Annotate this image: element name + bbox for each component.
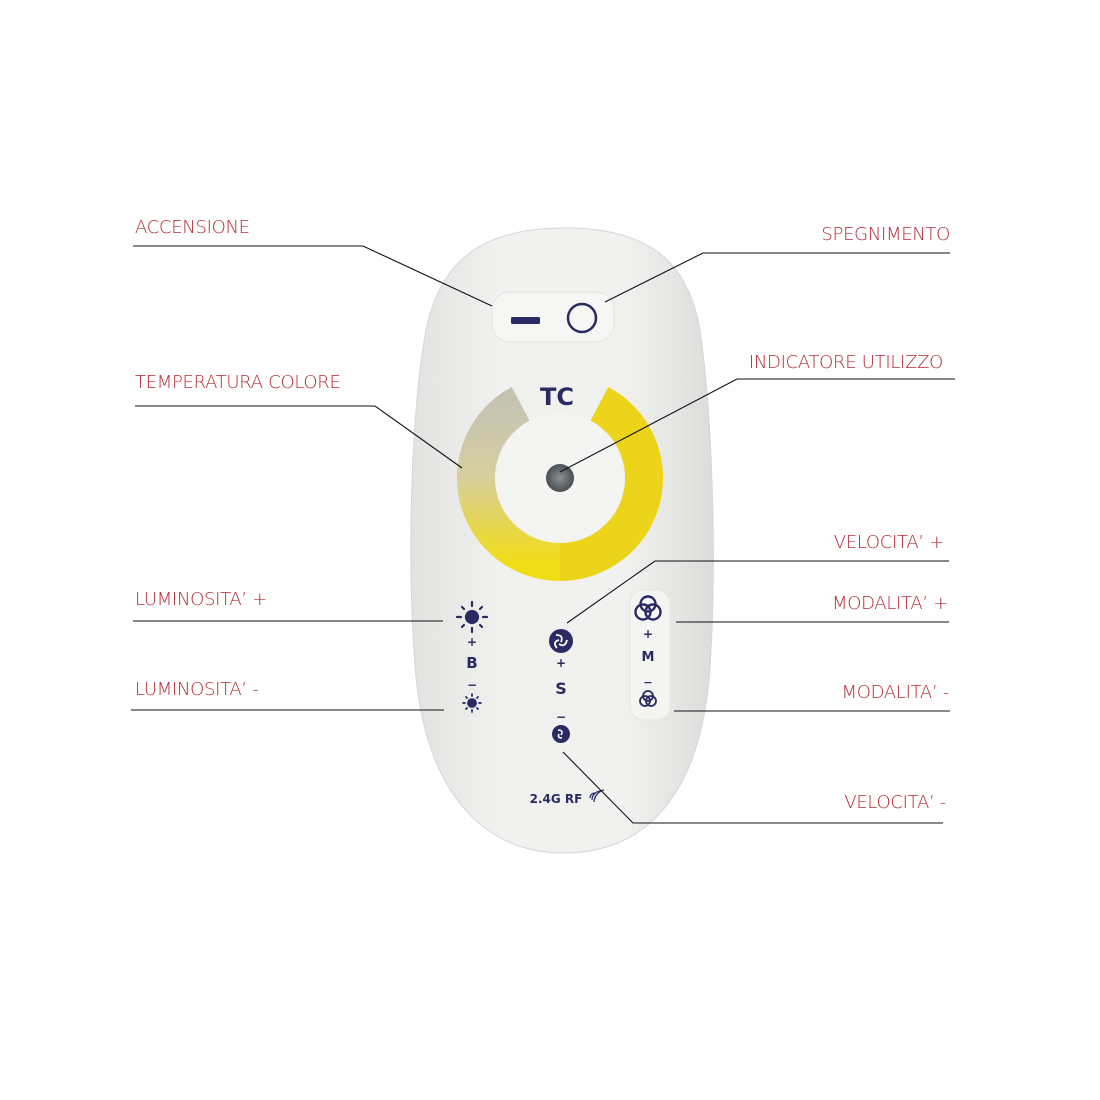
wireless-signal-icon (589, 789, 605, 803)
mode-plus-sign: + (643, 627, 653, 641)
color-temp-ring-warm[interactable] (559, 387, 664, 581)
label-luminosita-meno: LUMINOSITA’ - (135, 679, 258, 700)
speed-plus-icon[interactable] (549, 629, 573, 653)
ring-label: TC (540, 383, 574, 411)
label-velocita-piu: VELOCITA’ + (834, 532, 944, 553)
label-spegnimento: SPEGNIMENTO (821, 224, 950, 245)
callout-line-velocita-piu (566, 560, 949, 624)
power-off-button[interactable] (566, 302, 598, 334)
label-velocita-meno: VELOCITA’ - (844, 792, 946, 813)
speed-plus-sign: + (556, 656, 566, 670)
callout-line-velocita-meno (562, 751, 943, 824)
usage-indicator-led (546, 464, 574, 492)
mode-plus-icon[interactable] (634, 595, 662, 621)
speed-minus-sign: − (556, 710, 566, 724)
label-modalita-piu: MODALITA’ + (832, 593, 948, 614)
mode-minus-icon[interactable] (639, 690, 657, 707)
label-indicatore-utilizzo: INDICATORE UTILIZZO (749, 352, 943, 373)
brightness-minus-sign: − (467, 678, 477, 692)
speed-minus-icon[interactable] (552, 725, 570, 743)
callout-line-accensione (133, 245, 493, 307)
callout-line-indicatore (559, 378, 955, 473)
brightness-letter: B (466, 654, 477, 672)
callout-line-temperatura (135, 405, 463, 469)
mode-minus-sign: − (643, 676, 652, 689)
power-on-button[interactable] (511, 317, 540, 324)
brightness-plus-sign: + (467, 635, 477, 649)
callout-line-spegnimento (604, 252, 950, 303)
mode-button-area (629, 589, 671, 721)
rf-label: 2.4G RF (530, 792, 583, 806)
color-temp-ring-cool[interactable] (456, 387, 561, 581)
mode-letter: M (642, 650, 655, 665)
brightness-minus-icon[interactable] (462, 693, 482, 713)
label-temperatura-colore: TEMPERATURA COLORE (135, 372, 341, 393)
label-accensione: ACCENSIONE (135, 217, 250, 238)
label-modalita-meno: MODALITA’ - (842, 682, 949, 703)
brightness-plus-icon[interactable] (455, 600, 489, 634)
label-luminosita-piu: LUMINOSITA’ + (135, 589, 267, 610)
speed-letter: S (555, 679, 567, 698)
